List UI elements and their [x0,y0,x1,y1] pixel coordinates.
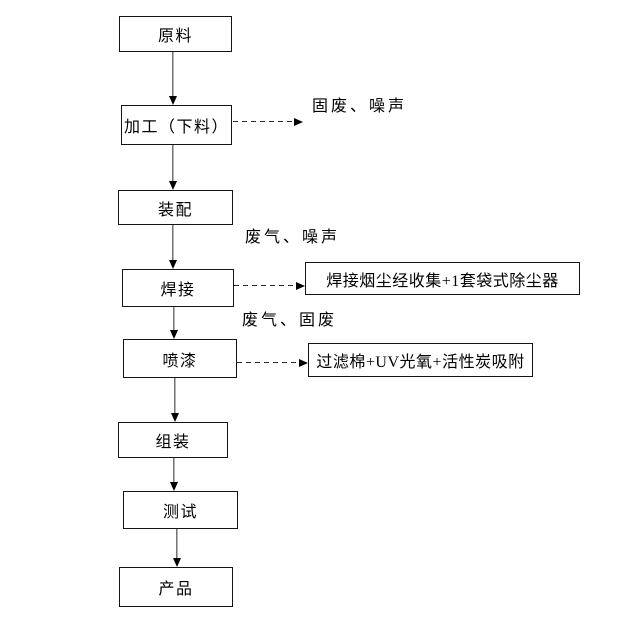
dashed-arrow-shaft [233,120,296,123]
node-testing: 测试 [123,491,238,529]
dashed-arrow-painting-to-treatment [237,357,308,368]
arrow-fitting-to-welding [168,225,177,269]
arrow-welding-to-painting [169,307,178,339]
arrow-shaft [175,529,178,559]
node-product: 产品 [119,567,233,607]
node-testing-label: 测试 [162,504,198,521]
arrow-shaft [171,52,174,97]
arrow-right-head-icon [296,281,305,290]
arrow-right-head-icon [294,117,303,126]
label-processing-emissions: 固废、噪声 [312,98,408,115]
arrow-shaft [173,378,176,414]
node-fitting-label: 装配 [157,201,193,219]
dashed-arrow-processing-emissions [233,116,303,127]
arrow-shaft [172,458,175,483]
arrow-down-head-icon [169,482,178,491]
node-product-label: 产品 [158,581,194,598]
arrow-down-head-icon [169,330,178,339]
arrow-shaft [171,225,174,261]
arrow-raw-to-processing [168,52,177,105]
arrow-shaft [172,307,175,331]
box-welding-dust-treatment: 焊接烟尘经收集+1套袋式除尘器 [305,262,580,295]
arrow-testing-to-product [172,529,181,567]
dashed-arrow-shaft [237,361,301,364]
arrow-down-head-icon [168,260,177,269]
node-processing-cutting: 加工（下料） [121,105,232,145]
label-welding-emissions: 废气、噪声 [245,229,341,246]
node-spray-painting: 喷漆 [123,339,237,378]
box-paint-exhaust-treatment: 过滤棉+UV光氧+活性炭吸附 [308,343,533,377]
dashed-arrow-welding-to-treatment [234,280,305,291]
arrow-down-head-icon [170,413,179,422]
arrow-shaft [171,145,174,182]
node-spray-painting-label: 喷漆 [162,352,198,370]
node-raw-material: 原料 [119,16,232,52]
node-processing-cutting-label: 加工（下料） [123,119,229,136]
node-fitting: 装配 [118,190,233,225]
arrow-down-head-icon [172,558,181,567]
arrow-painting-to-assembling [170,378,179,422]
node-raw-material-label: 原料 [157,28,193,45]
node-welding-label: 焊接 [160,282,196,299]
arrow-processing-to-fitting [168,145,177,190]
label-painting-emissions: 废气、固废 [242,312,338,329]
arrow-assembling-to-testing [169,458,178,491]
arrow-down-head-icon [168,181,177,190]
node-welding: 焊接 [122,269,234,307]
paint-exhaust-treatment-label: 过滤棉+UV光氧+活性炭吸附 [316,354,525,371]
arrow-down-head-icon [168,96,177,105]
node-assembling: 组装 [118,422,228,458]
node-assembling-label: 组装 [155,434,191,451]
dashed-arrow-shaft [234,284,298,287]
arrow-right-head-icon [299,358,308,367]
welding-dust-treatment-label: 焊接烟尘经收集+1套袋式除尘器 [326,272,559,290]
